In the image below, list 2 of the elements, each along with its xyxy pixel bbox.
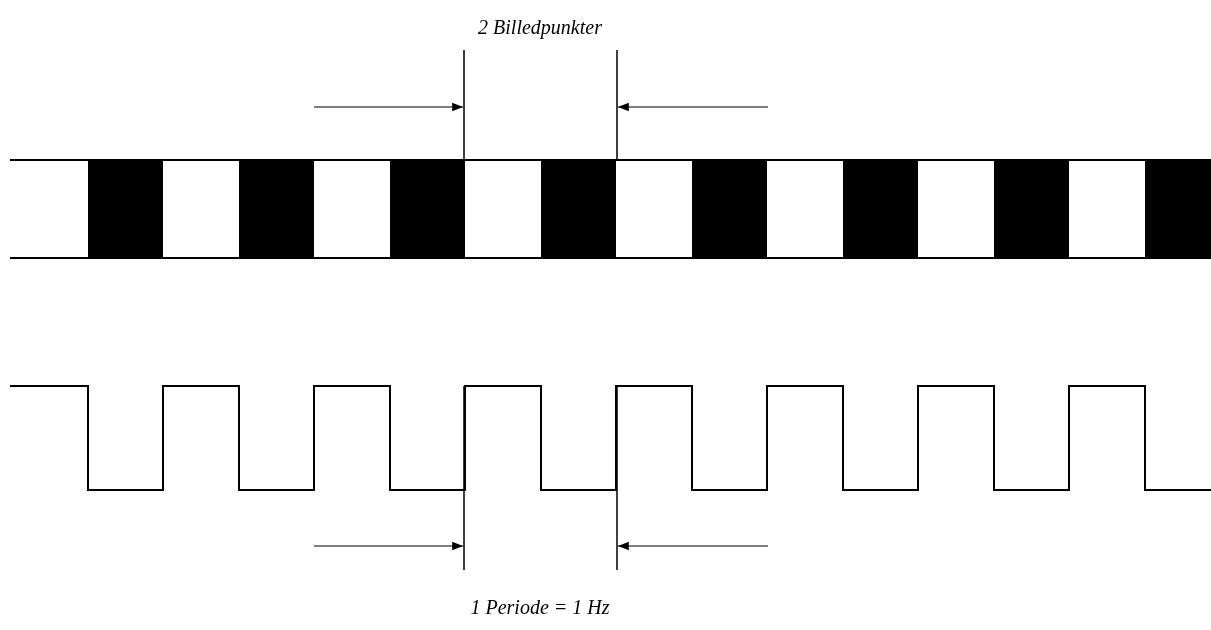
dimension-label: 2 Billedpunkter: [478, 16, 602, 39]
dimension-label: 1 Periode = 1 Hz: [470, 596, 610, 619]
